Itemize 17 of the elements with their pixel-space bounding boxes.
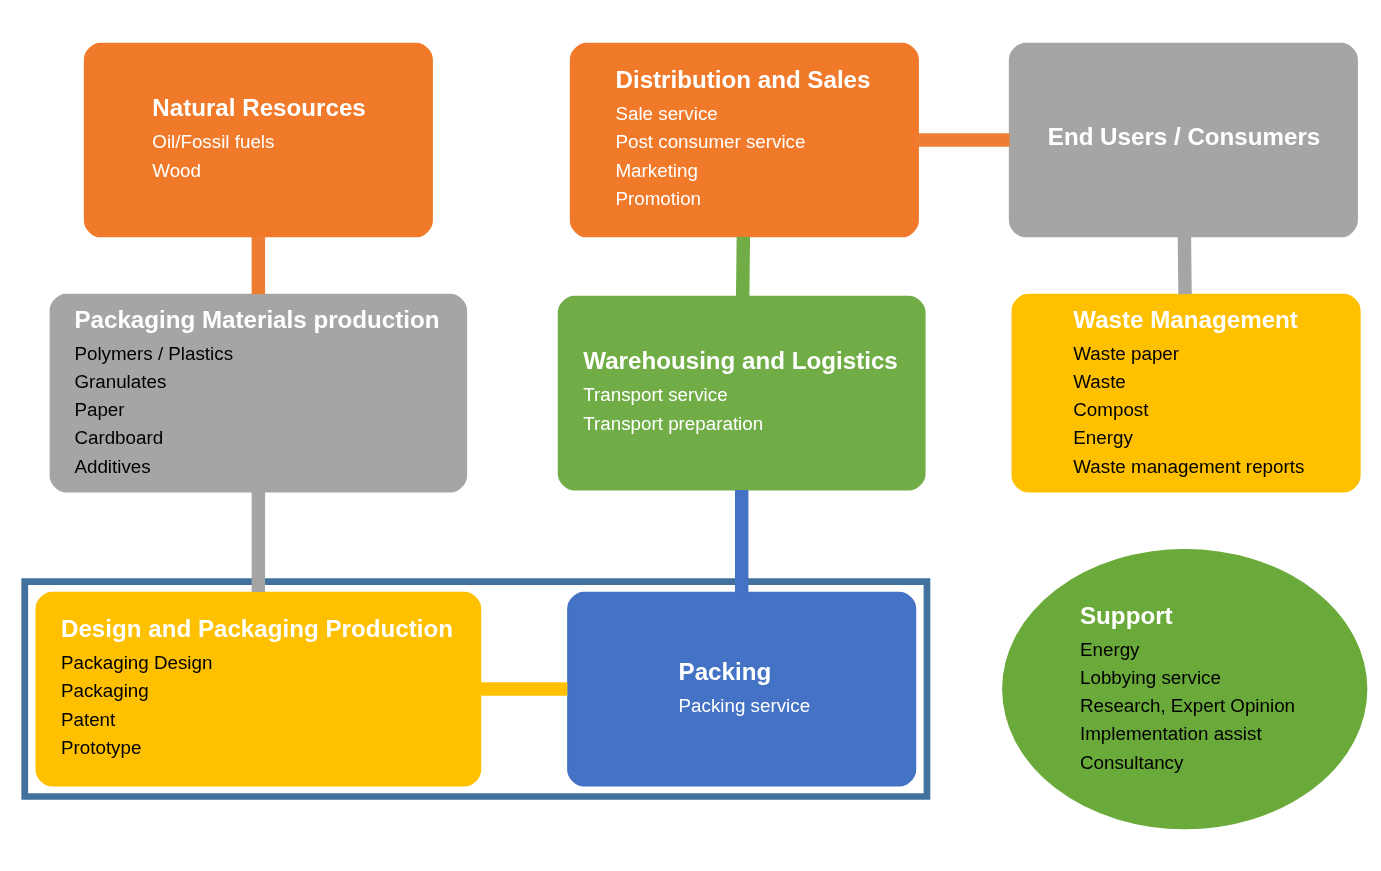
node-box: Packaging Materials production Polymers / Plastics Granulates Paper Cardboard Additives	[49, 293, 468, 492]
connector	[1177, 236, 1192, 294]
node-box: Packing Packing service	[567, 591, 917, 786]
node-box: Distribution and Sales Sale service Post consumer service Marketing Promotion	[569, 42, 919, 237]
node-box: Waste Management Waste paper Waste Compost Energy Waste management reports	[1011, 293, 1361, 492]
node-box: Design and Packaging Production Packaging Design Packaging Patent Prototype	[35, 591, 482, 786]
connector	[251, 236, 266, 294]
node-box: End Users / Consumers	[1008, 42, 1358, 237]
connector	[734, 489, 749, 592]
connector	[480, 681, 568, 696]
node-ellipse: Support Energy Lobbying service Research, Expert Opinion Implementation assist Consultancy	[1002, 548, 1368, 829]
connector	[918, 132, 1010, 147]
node-box: Natural Resources Oil/Fossil fuels Wood	[83, 42, 433, 237]
connector	[251, 491, 266, 592]
node-box: Warehousing and Logistics Transport service Transport preparation	[557, 295, 926, 490]
connector	[736, 236, 751, 296]
cluster	[21, 577, 931, 800]
